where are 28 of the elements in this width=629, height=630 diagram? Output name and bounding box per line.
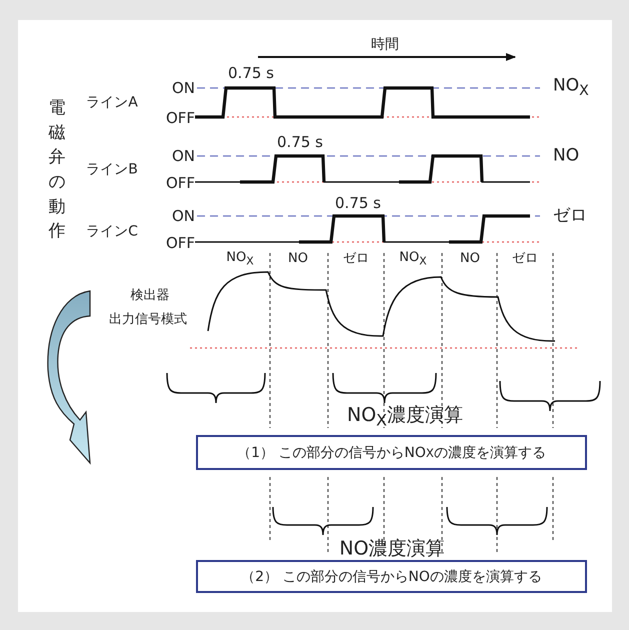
text-label: ラインB — [86, 162, 138, 178]
text-label: OFF — [166, 234, 195, 252]
text-label: ON — [172, 148, 195, 164]
text-label: 出力信号模式 — [109, 312, 187, 328]
text-label: NO$_{X}$ — [553, 76, 589, 100]
text-label: NO濃度演算 — [339, 538, 445, 560]
text-label: NO$_{X}$ — [226, 250, 254, 268]
text-label: OFF — [166, 174, 195, 192]
text-label: 0.75 s — [228, 64, 274, 82]
text-label: 0.75 s — [335, 194, 381, 212]
text-label: NO$_{X}$濃度演算 — [347, 404, 463, 430]
vertical-heading: 電磁弁の動作 — [48, 97, 66, 244]
text-label: 時間 — [371, 37, 399, 53]
text-label: ラインA — [86, 95, 138, 111]
text-label: NO$_{X}$ — [399, 250, 427, 268]
text-label: OFF — [166, 110, 195, 126]
text-label: ゼロ — [553, 206, 587, 226]
text-label: NO — [553, 146, 580, 166]
text-label: ON — [172, 80, 195, 96]
text-label: NO — [288, 252, 308, 266]
note-box: （2） この部分の信号からNOの濃度を演算する — [196, 560, 587, 593]
text-label: ゼロ — [343, 252, 369, 266]
text-label: NO — [460, 252, 480, 266]
text-label: ゼロ — [512, 252, 538, 266]
text-label: 0.75 s — [277, 134, 323, 150]
text-label: 検出器 — [130, 288, 170, 304]
text-label: ラインC — [86, 224, 138, 240]
text-label: ON — [172, 208, 195, 224]
